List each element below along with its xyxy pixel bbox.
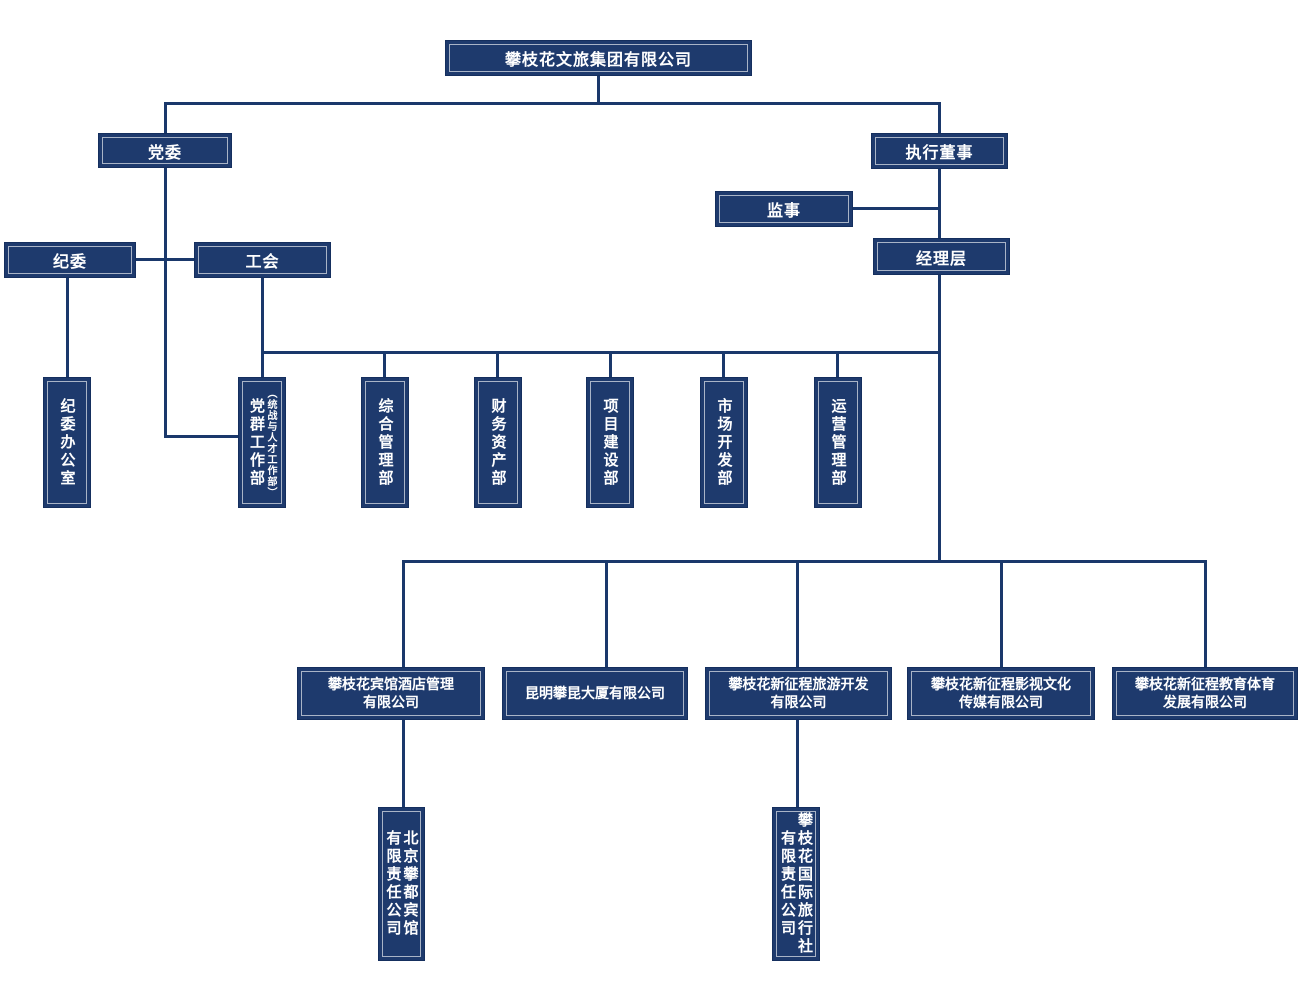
node-label: 攀枝花新征程影视文化 传媒有限公司 bbox=[931, 676, 1071, 712]
node-party-committee: 党委 bbox=[98, 133, 232, 168]
node-dept-general-management: 综合管理部 bbox=[361, 377, 409, 508]
node-label-line: 攀枝花新征程影视文化 bbox=[931, 676, 1071, 693]
node-label: 昆明攀昆大厦有限公司 bbox=[525, 685, 665, 703]
node-label: 执行董事 bbox=[905, 143, 974, 162]
connector-root-drop bbox=[597, 76, 600, 104]
node-labor-union: 工会 bbox=[194, 242, 331, 278]
node-dept-finance-assets: 财务资产部 bbox=[474, 377, 522, 508]
connector-gonghui-drop bbox=[261, 278, 264, 377]
node-subsidiary-tourism-development: 攀枝花新征程旅游开发 有限公司 bbox=[705, 667, 892, 720]
node-label: 纪委 bbox=[52, 252, 87, 271]
node-discipline-committee: 纪委 bbox=[4, 242, 136, 278]
node-label-note: （统战与人才工作部） bbox=[265, 387, 276, 498]
node-supervisor: 监事 bbox=[715, 191, 853, 227]
connector-director-stub bbox=[938, 102, 941, 134]
node-label-line: 昆明攀昆大厦有限公司 bbox=[525, 685, 665, 702]
node-management-team: 经理层 bbox=[873, 238, 1010, 275]
node-label: 财务资产部 bbox=[489, 397, 508, 488]
connector-sub-drop-3 bbox=[796, 560, 799, 667]
node-label: 党群工作部 bbox=[248, 397, 266, 488]
node-dept-operations-management: 运营管理部 bbox=[814, 377, 862, 508]
node-label: 攀枝花文旅集团有限公司 bbox=[504, 50, 692, 69]
connector-sub-drop-5 bbox=[1204, 560, 1207, 667]
connector-travel-down bbox=[796, 720, 799, 807]
node-label: 攀枝花新征程教育体育 发展有限公司 bbox=[1135, 676, 1275, 712]
connector-sub-drop-4 bbox=[1000, 560, 1003, 667]
connector-director-down bbox=[938, 168, 941, 238]
node-label-line: 攀枝花新征程教育体育 bbox=[1135, 676, 1275, 693]
connector-party-elbow bbox=[164, 435, 240, 438]
connector-sub-drop-2 bbox=[605, 560, 608, 667]
node-label: 经理层 bbox=[915, 248, 967, 268]
node-dept-project-construction: 项目建设部 bbox=[586, 377, 634, 508]
connector-sub-drop-1 bbox=[402, 560, 405, 667]
connector-jiwei-gonghui-link bbox=[136, 258, 194, 261]
node-label-line: 有限公司 bbox=[770, 694, 827, 711]
node-subsub-international-travel-agency: 攀枝花国际旅行社 有限责任公司 bbox=[772, 807, 820, 961]
connector-dept-horizontal bbox=[261, 351, 941, 354]
node-label: 党委 bbox=[147, 142, 182, 162]
connector-dept-stub-5 bbox=[836, 351, 839, 377]
node-label-line: 传媒有限公司 bbox=[959, 694, 1043, 711]
node-label: 项目建设部 bbox=[601, 397, 620, 488]
node-label-column: 北京攀都宾馆 bbox=[401, 830, 420, 938]
connector-dept-stub-4 bbox=[722, 351, 725, 377]
node-root: 攀枝花文旅集团有限公司 bbox=[445, 40, 752, 76]
connector-party-down bbox=[164, 168, 167, 438]
node-subsidiary-education-sports: 攀枝花新征程教育体育 发展有限公司 bbox=[1112, 667, 1298, 720]
connector-dept-stub-2 bbox=[496, 351, 499, 377]
node-label-column: 有限责任公司 bbox=[779, 830, 797, 938]
node-label: 综合管理部 bbox=[376, 397, 395, 488]
node-label-column: 攀枝花国际旅行社 bbox=[796, 812, 814, 956]
connector-jiwei-drop bbox=[66, 278, 69, 377]
node-subsidiary-film-media: 攀枝花新征程影视文化 传媒有限公司 bbox=[907, 667, 1095, 720]
node-label-line: 有限公司 bbox=[363, 694, 419, 711]
node-dept-party-mass-work: 党群工作部 （统战与人才工作部） bbox=[238, 377, 286, 508]
node-label: 攀枝花新征程旅游开发 有限公司 bbox=[729, 676, 869, 712]
connector-hotel-down bbox=[402, 720, 405, 807]
node-label-column: 有限责任公司 bbox=[384, 830, 403, 938]
node-label: 监事 bbox=[766, 201, 801, 220]
connector-level1-horizontal bbox=[164, 102, 941, 105]
node-label: 工会 bbox=[245, 252, 280, 271]
node-dept-market-development: 市场开发部 bbox=[700, 377, 748, 508]
connector-dept-stub-1 bbox=[383, 351, 386, 377]
node-subsidiary-hotel-management: 攀枝花宾馆酒店管理 有限公司 bbox=[297, 667, 485, 720]
node-subsidiary-kunming-pankun: 昆明攀昆大厦有限公司 bbox=[502, 667, 688, 720]
node-executive-director: 执行董事 bbox=[871, 133, 1008, 169]
node-dept-discipline-office: 纪委办公室 bbox=[43, 377, 91, 508]
node-label: 纪委办公室 bbox=[58, 397, 77, 488]
connector-management-down bbox=[938, 275, 941, 563]
node-label-line: 攀枝花新征程旅游开发 bbox=[728, 676, 869, 693]
connector-dept-stub-3 bbox=[609, 351, 612, 377]
node-label: 运营管理部 bbox=[829, 397, 848, 488]
connector-subs-horizontal bbox=[402, 560, 1207, 563]
connector-party-stub bbox=[164, 102, 167, 134]
node-label: 攀枝花宾馆酒店管理 有限公司 bbox=[328, 676, 454, 712]
node-label: 市场开发部 bbox=[715, 397, 734, 488]
node-label-line: 攀枝花宾馆酒店管理 bbox=[328, 676, 454, 693]
node-subsub-beijing-pandu-hotel: 北京攀都宾馆 有限责任公司 bbox=[378, 807, 425, 961]
connector-supervisor-link bbox=[853, 207, 941, 210]
node-label-line: 发展有限公司 bbox=[1163, 694, 1247, 711]
